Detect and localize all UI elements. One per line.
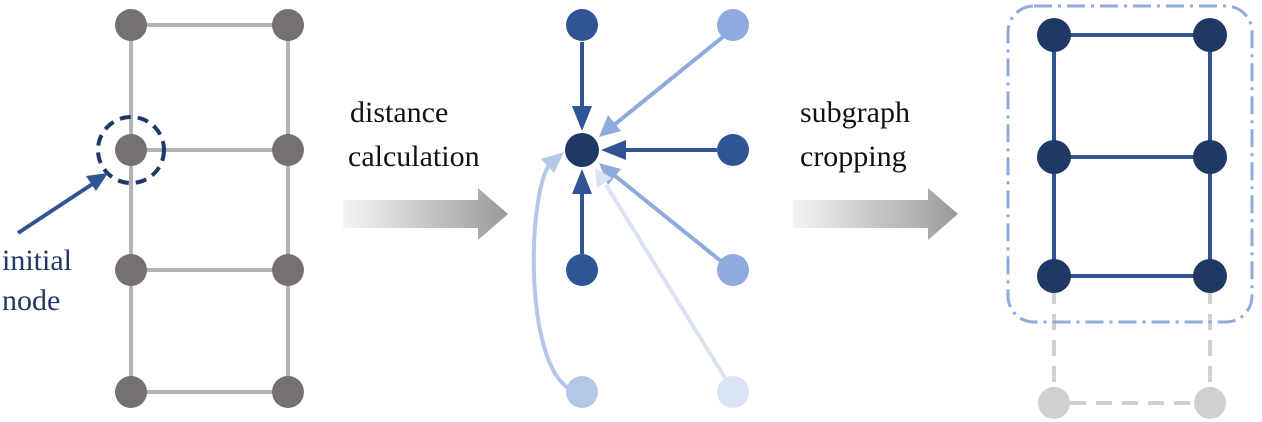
- kept-node: [1193, 140, 1227, 174]
- process-step-distance: distance calculation: [343, 96, 508, 240]
- grid-node: [272, 134, 304, 166]
- process-arrow: [343, 188, 508, 240]
- kept-node: [1193, 259, 1227, 293]
- process-arrow: [793, 188, 958, 240]
- arrowhead: [601, 140, 626, 160]
- node-bottom-right: [717, 376, 749, 408]
- cropped-graph: [1006, 4, 1254, 419]
- step-label-calculation: calculation: [348, 140, 480, 173]
- distance-edges: [531, 34, 729, 391]
- kept-node: [1037, 259, 1071, 293]
- distance-edge: [612, 34, 726, 127]
- initial-node-highlight: [96, 115, 166, 185]
- initial-node-label-line1: initial: [2, 244, 72, 277]
- grid-node: [272, 254, 304, 286]
- dropped-edges: [1052, 288, 1212, 405]
- arrowhead: [572, 106, 592, 131]
- distance-edge: [604, 183, 729, 383]
- distance-edge: [531, 160, 572, 391]
- initial-node: [115, 134, 147, 166]
- grid-node: [272, 9, 304, 41]
- grid-node: [115, 376, 147, 408]
- node-top-right: [717, 9, 749, 41]
- kept-nodes: [1037, 18, 1227, 293]
- arrowhead: [599, 163, 621, 185]
- kept-node: [1193, 18, 1227, 52]
- dropped-node: [1194, 387, 1226, 419]
- original-edges: [129, 23, 290, 394]
- step-label-distance: distance: [350, 96, 448, 129]
- original-graph: initial node: [2, 9, 304, 408]
- crop-box: [1006, 4, 1254, 324]
- node-mid-right: [717, 134, 749, 166]
- distance-nodes: [565, 9, 749, 408]
- node-lower-left: [566, 254, 598, 286]
- distance-edge: [612, 173, 724, 264]
- arrowhead: [541, 152, 564, 173]
- step-label-cropping: cropping: [800, 140, 907, 173]
- arrowhead: [595, 168, 612, 188]
- grid-node: [272, 376, 304, 408]
- dropped-node: [1038, 387, 1070, 419]
- kept-edges: [1052, 33, 1212, 278]
- kept-node: [1037, 140, 1071, 174]
- node-top-left: [566, 9, 598, 41]
- arrowhead: [599, 115, 621, 137]
- grid-node: [115, 254, 147, 286]
- arrowhead: [572, 169, 592, 194]
- initial-node-pointer-arrow: [16, 173, 108, 235]
- kept-node: [1037, 18, 1071, 52]
- process-step-cropping: subgraph cropping: [793, 96, 958, 240]
- original-nodes: [115, 9, 304, 408]
- distance-graph: [531, 9, 749, 408]
- node-lower-right: [717, 254, 749, 286]
- initial-node-label-line2: node: [2, 284, 60, 317]
- step-label-subgraph: subgraph: [800, 96, 910, 129]
- node-bottom-left: [566, 376, 598, 408]
- node-center-initial: [565, 133, 599, 167]
- grid-node: [115, 9, 147, 41]
